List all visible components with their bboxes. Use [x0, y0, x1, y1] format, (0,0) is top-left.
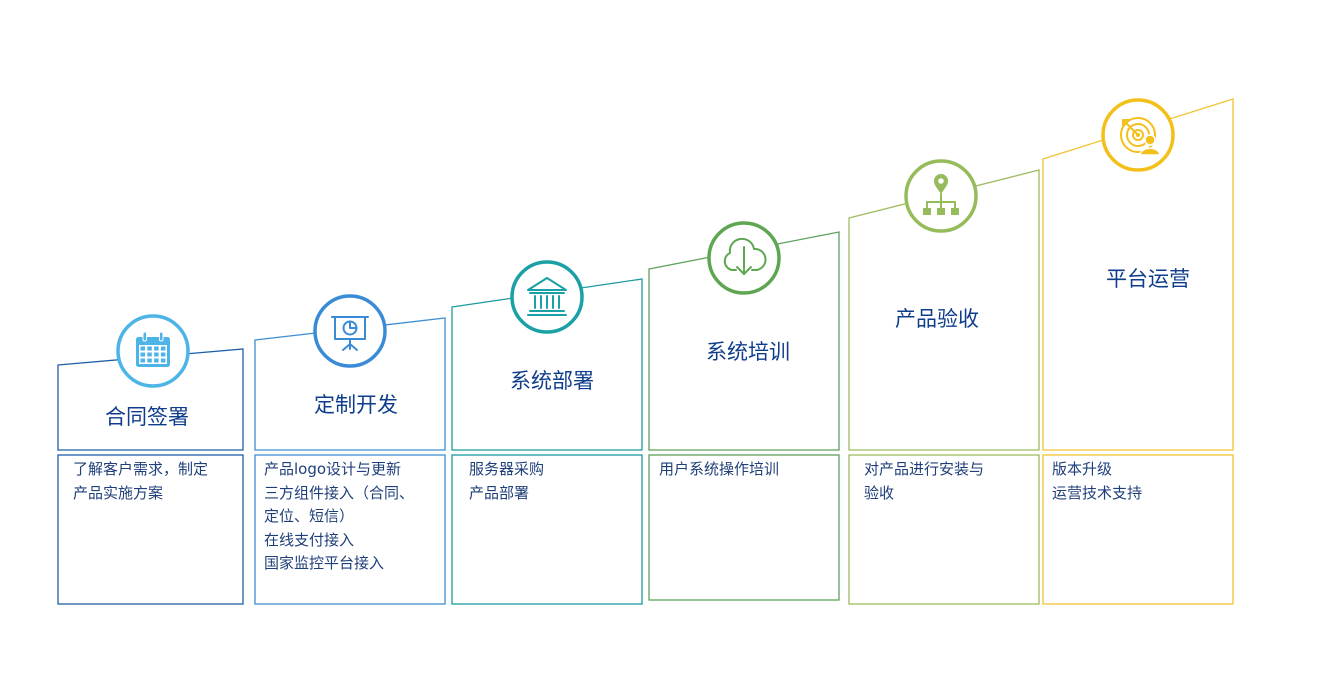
step-desc-5: 对产品进行安装与 验收 [864, 458, 984, 505]
step-desc-line: 产品实施方案 [73, 483, 164, 502]
step-desc-line: 版本升级 [1052, 460, 1113, 478]
step-detail-box [848, 454, 1040, 605]
step-desc-line: 运营技术支持 [1052, 483, 1143, 502]
location-network-icon [923, 174, 959, 215]
step-icon-ring [313, 294, 387, 368]
step-title-2: 定制开发 [314, 393, 398, 417]
step-detail-box [1042, 454, 1234, 605]
step-desc-line: 在线支付接入 [264, 530, 355, 549]
step-title-4: 系统培训 [706, 340, 790, 364]
step-desc-2: 产品logo设计与更新 三方组件接入（合同、 定位、短信） 在线支付接入 国家监… [264, 458, 414, 576]
step-title-3: 系统部署 [510, 369, 594, 393]
process-step-5 [848, 159, 1040, 605]
cloud-download-icon [723, 237, 767, 275]
calendar-icon [136, 331, 170, 367]
step-desc-line: 对产品进行安装与 [864, 460, 985, 478]
step-detail-box [451, 454, 643, 605]
step-desc-6: 版本升级 运营技术支持 [1052, 458, 1142, 505]
step-desc-line: 国家监控平台接入 [264, 554, 385, 572]
step-desc-1: 了解客户需求，制定 产品实施方案 [73, 458, 208, 505]
step-desc-line: 用户系统操作培训 [659, 460, 780, 478]
step-detail-box [254, 454, 446, 605]
step-title-6: 平台运营 [1106, 267, 1190, 291]
step-desc-line: 定位、短信） [264, 507, 355, 525]
process-step-6 [1042, 98, 1234, 605]
step-desc-line: 服务器采购 [469, 460, 545, 478]
target-user-icon [1120, 117, 1161, 156]
process-step-2 [254, 294, 446, 605]
process-step-1 [57, 314, 244, 605]
step-detail-box [648, 454, 840, 601]
step-desc-line: 三方组件接入（合同、 [264, 483, 415, 502]
step-desc-line: 验收 [864, 483, 895, 502]
bank-icon [527, 277, 567, 316]
step-desc-line: 了解客户需求，制定 [73, 460, 209, 478]
step-title-5: 产品验收 [895, 307, 979, 331]
presentation-icon [331, 316, 369, 351]
step-desc-line: 产品部署 [469, 483, 530, 502]
process-step-3 [451, 260, 643, 605]
process-step-4 [648, 221, 840, 601]
step-detail-box [57, 454, 244, 605]
step-desc-3: 服务器采购 产品部署 [469, 458, 544, 505]
step-title-1: 合同签署 [105, 405, 189, 429]
step-desc-line: 产品logo设计与更新 [264, 460, 402, 478]
step-desc-4: 用户系统操作培训 [659, 458, 779, 482]
